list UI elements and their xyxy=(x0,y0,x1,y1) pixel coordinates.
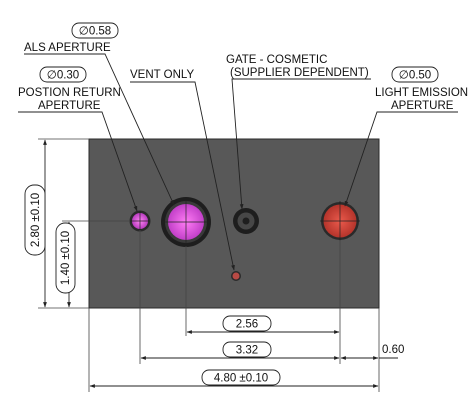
extension-lines xyxy=(38,138,380,392)
height-dimension: 2.80 ±0.10 xyxy=(30,193,42,247)
gate-mark xyxy=(233,208,259,234)
span-long-dimension: 3.32 xyxy=(236,345,258,357)
center-height-dimension: 1.40 ±0.10 xyxy=(60,231,72,285)
position-return-label-line2: APERTURE xyxy=(38,100,101,112)
width-dimension: 4.80 ±0.10 xyxy=(214,373,268,385)
right-offset-dimension: 0.60 xyxy=(382,344,404,356)
als-diameter-callout: ∅0.58 xyxy=(79,26,111,38)
light-emission-label-line2: APERTURE xyxy=(391,100,454,112)
gate-label-line2: (SUPPLIER DEPENDENT) xyxy=(230,67,369,79)
vent-hole xyxy=(231,271,241,281)
light-emission-diameter-callout: ∅0.50 xyxy=(399,70,431,82)
position-return-diameter-callout: ∅0.30 xyxy=(47,70,79,82)
position-return-label-line1: POSTION RETURN xyxy=(18,87,121,99)
gate-label-line1: GATE - COSMETIC xyxy=(226,54,327,66)
vent-label: VENT ONLY xyxy=(130,69,194,81)
centerlines xyxy=(130,200,360,244)
span-short-dimension: 2.56 xyxy=(236,319,258,331)
light-emission-label-line1: LIGHT EMISSION xyxy=(375,87,468,99)
als-label: ALS APERTURE xyxy=(24,42,111,54)
